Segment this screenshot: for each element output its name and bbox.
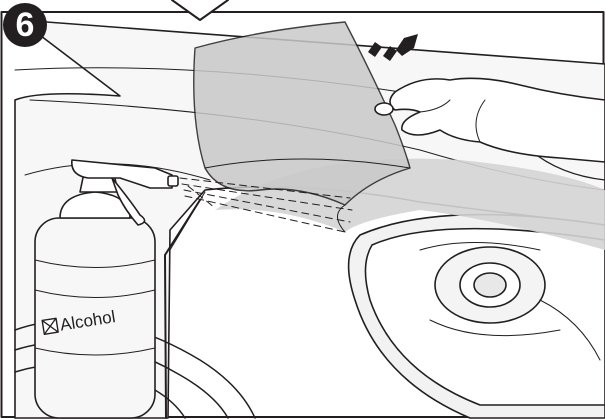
step-number-badge: 6 <box>3 3 47 47</box>
step-number: 6 <box>16 8 35 42</box>
